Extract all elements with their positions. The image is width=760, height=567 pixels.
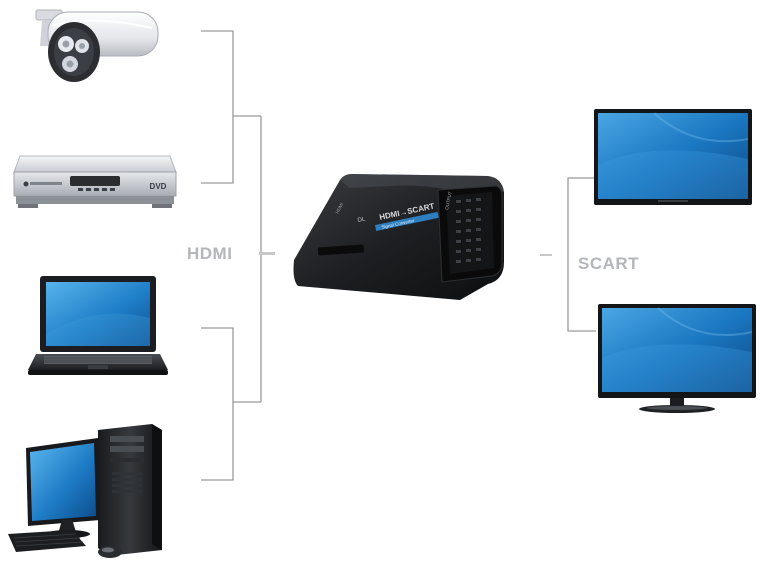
output-connector-stub xyxy=(540,254,552,256)
upper-input-bracket xyxy=(201,30,234,184)
hdmi-scart-converter-icon: HDMI→SCART Signal Converter DL HDMI OUTP… xyxy=(290,170,508,304)
security-camera-icon xyxy=(30,6,160,88)
laptop-icon xyxy=(26,274,170,378)
converter-sub-text: Signal Converter xyxy=(381,218,415,230)
lower-input-bracket xyxy=(201,327,234,481)
dvd-logo: DVD xyxy=(150,182,167,191)
scart-label: SCART xyxy=(578,254,640,273)
hdmi-label: HDMI xyxy=(187,244,233,263)
tv-monitor-icon xyxy=(594,109,754,207)
converter-port-left: HDMI xyxy=(334,202,344,215)
input-connector-stub xyxy=(259,252,275,255)
tv-monitor-icon xyxy=(598,304,758,416)
dvd-player-icon: DVD xyxy=(10,152,178,210)
converter-front-mark: DL xyxy=(357,216,366,224)
output-bracket xyxy=(567,177,596,332)
converter-port-right: OUTPUT xyxy=(444,191,453,210)
desktop-pc-icon xyxy=(2,422,170,562)
